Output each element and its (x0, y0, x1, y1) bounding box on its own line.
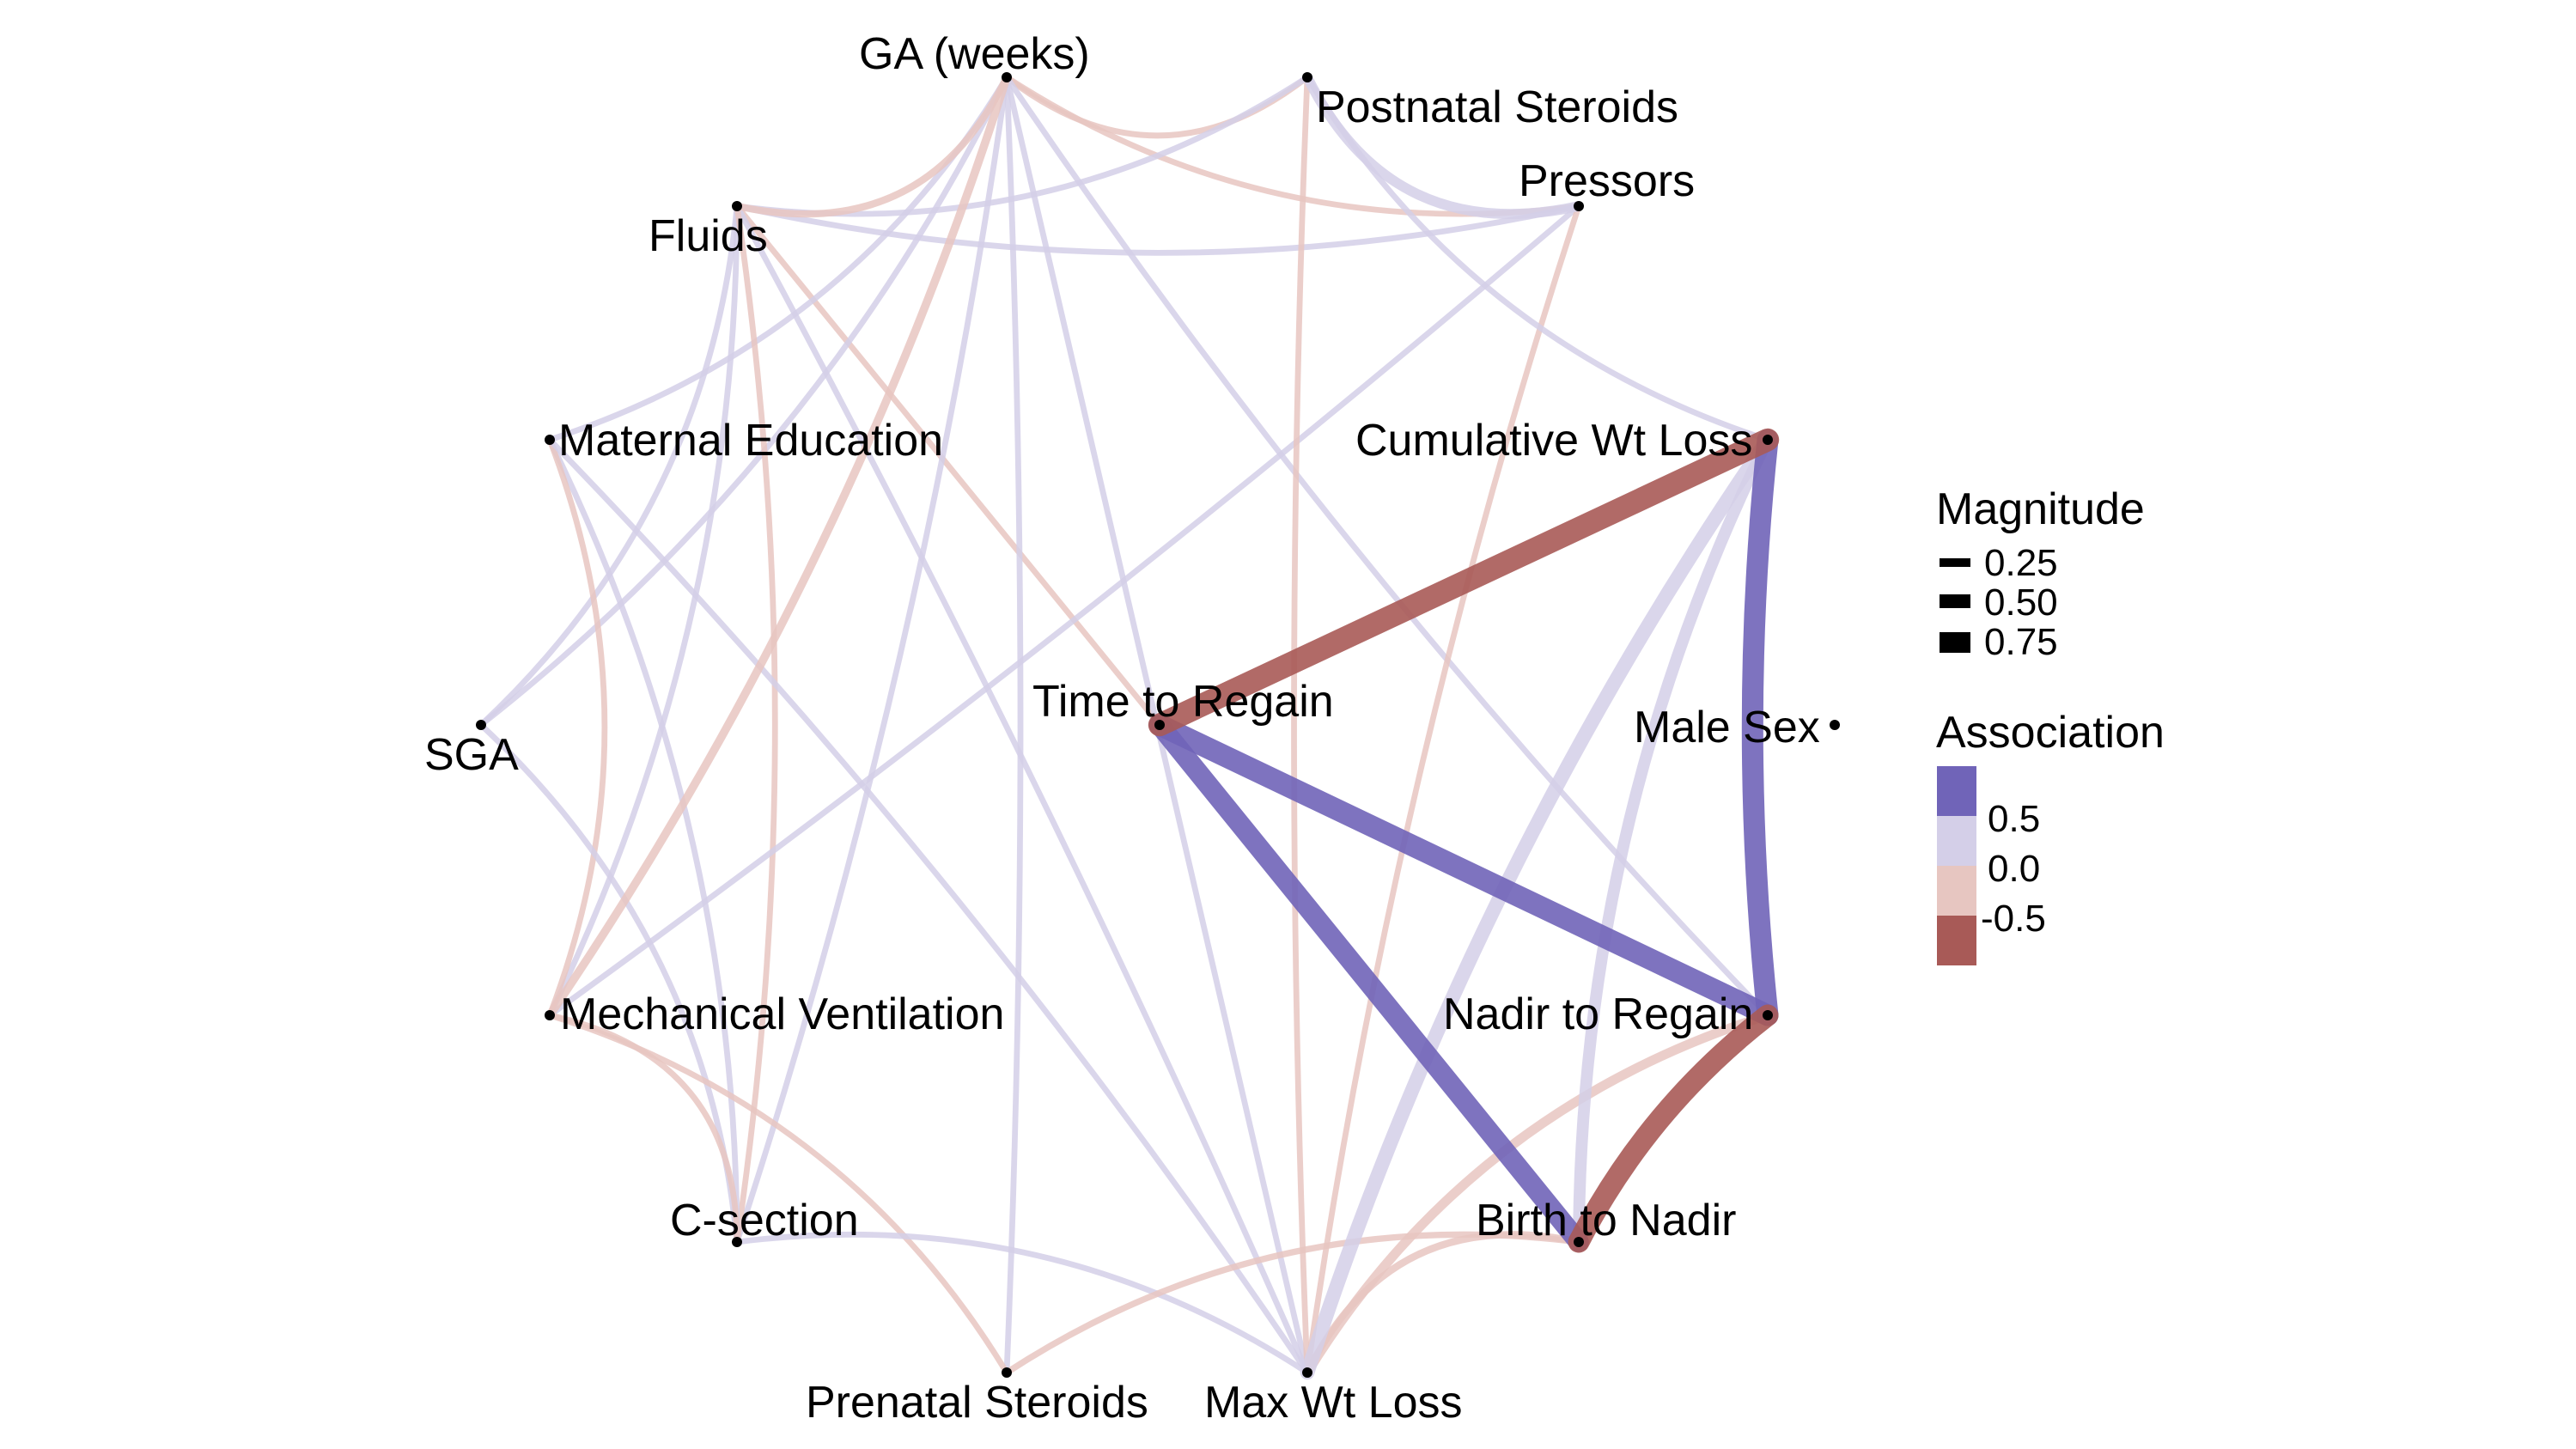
edge-maternal-education-max-wt-loss (546, 436, 1311, 1376)
edge-postnatal-steroids-pressors (1302, 72, 1584, 220)
node-label-prenatal-steroids: Prenatal Steroids (806, 1378, 1148, 1428)
association-label-zero: 0.0 (1988, 848, 2040, 890)
node-birth-to-nadir: Birth to Nadir (1476, 1196, 1736, 1247)
node-mechanical-ventilation: Mechanical Ventilation (545, 989, 1004, 1039)
node-postnatal-steroids: Postnatal Steroids (1302, 72, 1678, 132)
edge-fluids-sga (478, 203, 740, 728)
magnitude-label-025: 0.25 (1984, 542, 2058, 584)
association-label-neg: -0.5 (1981, 898, 2046, 940)
edge-ga-prenatal-steroids (1003, 74, 1024, 1376)
edge-pressors-mechanical-ventilation (546, 203, 1582, 1019)
node-label-ga: GA (weeks) (859, 29, 1090, 79)
edges-layer (478, 72, 1780, 1380)
legend: Magnitude 0.25 0.50 0.75 Association 0.5… (1936, 484, 2165, 965)
magnitude-swatch-050 (1940, 594, 1970, 608)
edge-ga-sga (478, 74, 1010, 728)
edge-mechanical-ventilation-prenatal-steroids (546, 1012, 1010, 1376)
edge-nadir-to-regain-birth-to-nadir (1568, 1004, 1779, 1253)
edge-maternal-education-mechanical-ventilation (546, 436, 608, 1019)
node-dot-ga (1002, 72, 1012, 82)
edge-time-to-regain-cumulative-wt-loss (1148, 428, 1780, 737)
edge-pressors-max-wt-loss (1304, 203, 1582, 1376)
edge-sga-c-section (478, 721, 740, 1245)
node-ga: GA (weeks) (859, 29, 1090, 82)
edge-fluids-time-to-regain (734, 203, 1163, 728)
node-dot-nadir-to-regain (1763, 1010, 1773, 1020)
edge-cumulative-wt-loss-birth-to-nadir (1573, 434, 1774, 1248)
node-male-sex: Male Sex (1634, 703, 1840, 752)
node-dot-postnatal-steroids (1302, 72, 1312, 82)
magnitude-legend-title: Magnitude (1936, 484, 2145, 534)
node-label-birth-to-nadir: Birth to Nadir (1476, 1196, 1736, 1245)
magnitude-label-075: 0.75 (1984, 621, 2058, 663)
node-dot-pressors (1574, 201, 1584, 211)
magnitude-swatch-075 (1940, 632, 1970, 653)
node-dot-time-to-regain (1154, 720, 1165, 730)
node-label-max-wt-loss: Max Wt Loss (1204, 1378, 1463, 1428)
node-label-time-to-regain: Time to Regain (1032, 677, 1334, 727)
node-dot-male-sex (1830, 720, 1840, 730)
association-swatch-positive-weak (1937, 816, 1976, 866)
node-dot-fluids (732, 201, 742, 211)
association-legend-title: Association (1936, 708, 2165, 758)
node-time-to-regain: Time to Regain (1032, 677, 1334, 730)
node-label-postnatal-steroids: Postnatal Steroids (1316, 82, 1678, 132)
edge-maternal-education-c-section (546, 436, 740, 1245)
node-nadir-to-regain: Nadir to Regain (1443, 989, 1773, 1039)
node-label-male-sex: Male Sex (1634, 703, 1820, 752)
node-dot-sga (476, 720, 486, 730)
node-label-fluids: Fluids (649, 211, 768, 261)
edge-ga-c-section (734, 74, 1010, 1245)
node-maternal-education: Maternal Education (545, 416, 943, 466)
edge-fluids-ga (733, 73, 1011, 218)
node-label-mechanical-ventilation: Mechanical Ventilation (560, 989, 1004, 1039)
edge-postnatal-steroids-max-wt-loss (1291, 74, 1311, 1376)
edge-fluids-pressors (734, 203, 1582, 256)
edge-time-to-regain-birth-to-nadir (1149, 715, 1589, 1252)
node-fluids: Fluids (649, 201, 768, 261)
node-prenatal-steroids: Prenatal Steroids (806, 1367, 1148, 1428)
magnitude-label-050: 0.50 (1984, 581, 2058, 624)
edge-fluids-c-section (734, 203, 778, 1245)
node-label-c-section: C-section (670, 1196, 859, 1245)
edge-fluids-max-wt-loss (734, 203, 1311, 1376)
edge-c-section-max-wt-loss (734, 1231, 1311, 1376)
node-dot-maternal-education (545, 435, 555, 445)
edge-ga-nadir-to-regain (1003, 74, 1771, 1019)
association-swatch-positive-strong (1937, 766, 1976, 816)
edge-cumulative-wt-loss-nadir-to-regain (1741, 429, 1779, 1026)
edge-time-to-regain-nadir-to-regain (1148, 714, 1779, 1026)
node-dot-c-section (732, 1237, 742, 1247)
node-dot-prenatal-steroids (1002, 1367, 1012, 1378)
node-label-sga: SGA (424, 730, 519, 780)
nodes-layer: GA (weeks) Postnatal SteroidsPressorsFlui… (424, 29, 1840, 1428)
association-swatch-negative-weak (1937, 866, 1976, 916)
node-label-pressors: Pressors (1519, 156, 1695, 206)
edge-ga-mechanical-ventilation (545, 73, 1011, 1020)
node-pressors: Pressors (1519, 156, 1695, 211)
node-c-section: C-section (670, 1196, 859, 1247)
node-dot-max-wt-loss (1302, 1367, 1312, 1378)
node-sga: SGA (424, 720, 519, 780)
node-max-wt-loss: Max Wt Loss (1204, 1367, 1463, 1428)
edge-fluids-mechanical-ventilation (546, 203, 740, 1019)
association-label-pos: 0.5 (1988, 798, 2040, 840)
node-dot-birth-to-nadir (1574, 1237, 1584, 1247)
node-label-nadir-to-regain: Nadir to Regain (1443, 989, 1753, 1039)
node-cumulative-wt-loss: Cumulative Wt Loss (1355, 416, 1773, 466)
association-swatch-negative-strong (1937, 916, 1976, 965)
node-dot-mechanical-ventilation (545, 1010, 555, 1020)
magnitude-swatch-025 (1940, 558, 1970, 567)
node-dot-cumulative-wt-loss (1763, 435, 1773, 445)
node-label-maternal-education: Maternal Education (558, 416, 943, 466)
node-label-cumulative-wt-loss: Cumulative Wt Loss (1355, 416, 1752, 466)
